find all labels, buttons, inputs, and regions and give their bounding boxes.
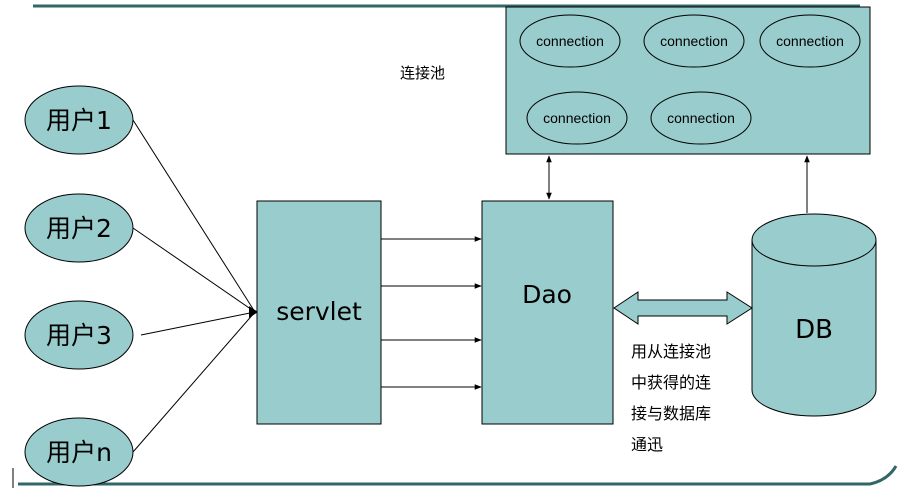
- note-line: 用从连接池: [631, 342, 711, 361]
- usern-connector: [132, 311, 256, 453]
- user-node: 用户1: [24, 85, 134, 155]
- connection-node: connection: [519, 14, 621, 68]
- note-line: 接与数据库: [631, 404, 711, 423]
- db-label: DB: [795, 315, 833, 345]
- bottom-rule: [18, 465, 898, 486]
- user-label: 用户1: [46, 106, 112, 135]
- user-node: 用户n: [24, 417, 134, 487]
- connection-label: connection: [660, 33, 728, 49]
- dao-db-double-arrow: [613, 291, 753, 325]
- user1-connector: [132, 119, 256, 313]
- pool-label: 连接池: [400, 64, 445, 82]
- convergence-arrowhead: [249, 306, 258, 318]
- pool-box: connection connection connection connect…: [505, 6, 871, 155]
- connection-label: connection: [776, 33, 844, 49]
- user-label: 用户3: [46, 321, 112, 350]
- connection-label: connection: [543, 110, 611, 126]
- connection-label: connection: [536, 33, 604, 49]
- servlet-label: servlet: [276, 297, 362, 326]
- dao-label: Dao: [522, 280, 572, 309]
- connection-node: connection: [526, 91, 628, 145]
- connection-node: connection: [759, 14, 861, 68]
- connection-node: connection: [643, 14, 745, 68]
- db-cylinder: DB: [751, 213, 877, 417]
- dao-box: Dao: [481, 200, 614, 425]
- user2-connector: [132, 227, 256, 313]
- connection-node: connection: [650, 91, 752, 145]
- connection-label: connection: [667, 110, 735, 126]
- note-line: 中获得的连: [631, 373, 711, 392]
- user-label: 用户2: [46, 214, 112, 243]
- servlet-box: servlet: [256, 200, 382, 425]
- note-line: 通迅: [631, 435, 663, 454]
- user-node: 用户2: [24, 193, 134, 263]
- user3-connector: [140, 311, 256, 336]
- note-text: 用从连接池 中获得的连 接与数据库 通迅: [631, 342, 711, 454]
- user-node: 用户3: [24, 300, 134, 370]
- user-label: 用户n: [46, 438, 112, 467]
